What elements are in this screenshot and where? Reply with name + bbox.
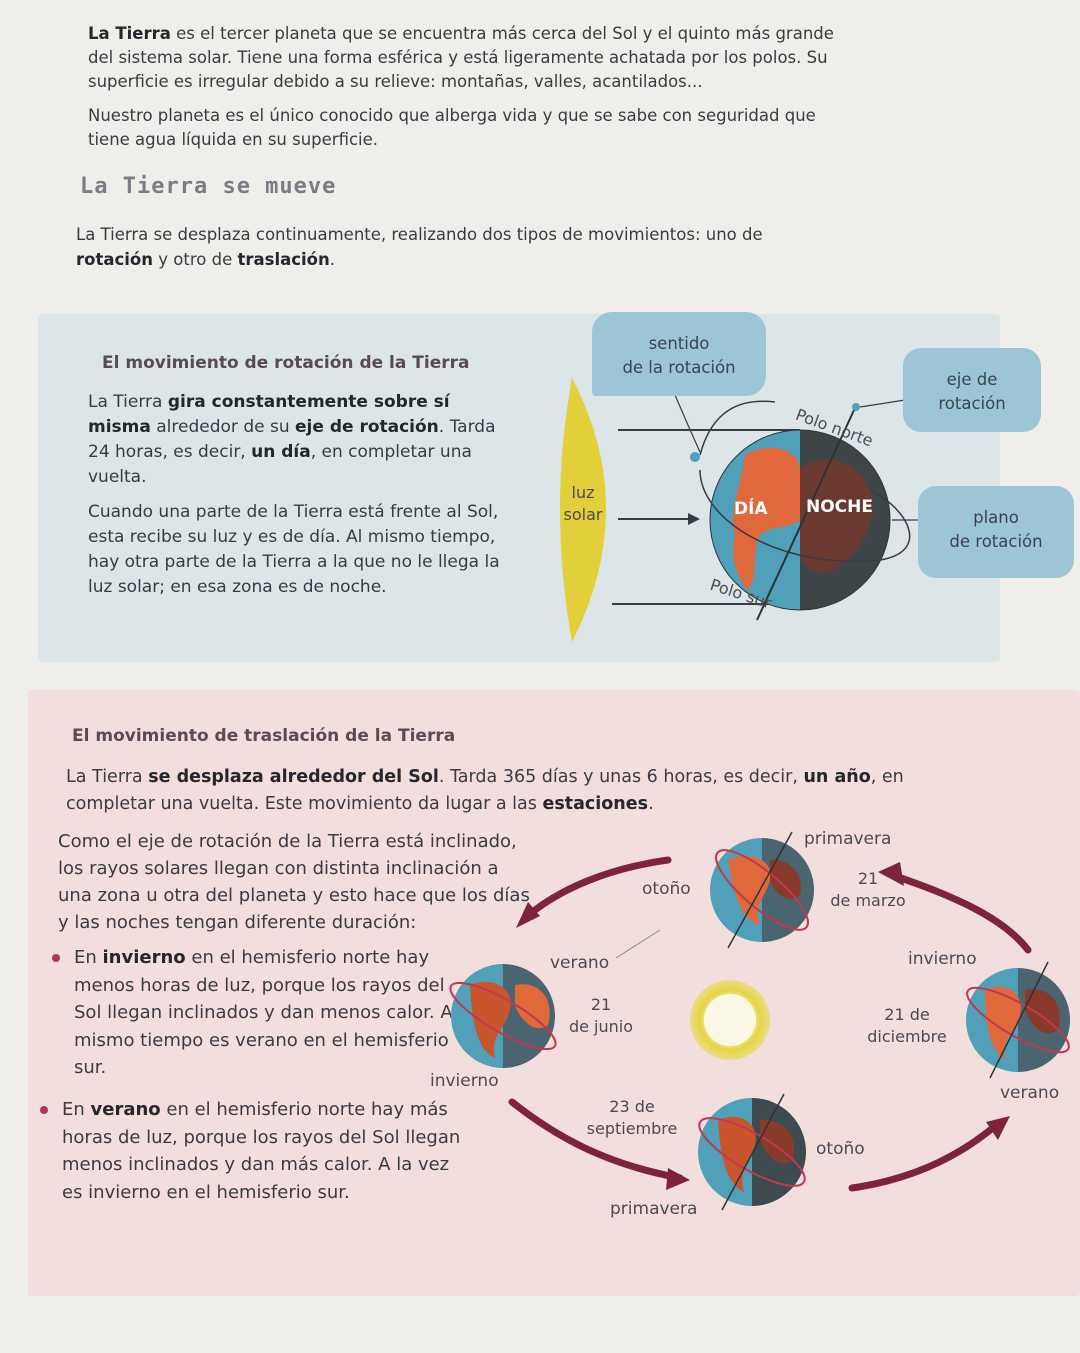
date-march: 21 de marzo <box>830 869 906 910</box>
translation-paragraph: Como el eje de rotación de la Tierra est… <box>58 831 530 933</box>
label-left-south: invierno <box>430 1071 499 1091</box>
label-left-north: verano <box>550 953 610 973</box>
earth-march <box>710 838 814 942</box>
label-luz-solar: luz solar <box>563 483 603 524</box>
orbit-arrow-1 <box>521 856 672 922</box>
bubble-sentido-rotacion: sentido de la rotación <box>592 312 766 396</box>
label-bottom-north: otoño <box>816 1139 865 1159</box>
winter-bullet: En invierno en el hemisferio norte hay m… <box>52 944 474 1082</box>
sun-core <box>704 994 756 1046</box>
earth-june <box>451 964 555 1068</box>
translation-diagram <box>449 831 1070 1211</box>
orbit-arrow-4 <box>848 1118 1004 1192</box>
rotation-plane-ring <box>699 469 911 562</box>
intro-text: La Tierra es el tercer planeta que se en… <box>88 22 848 162</box>
label-right-north: invierno <box>908 949 977 969</box>
bubble-eje-rotacion: eje de rotación <box>903 348 1041 432</box>
translation-lead: La Tierra se desplaza alrededor del Sol.… <box>66 767 904 814</box>
intro-paragraph-1: La Tierra es el tercer planeta que se en… <box>88 24 834 91</box>
label-bottom-south: primavera <box>610 1199 698 1219</box>
intro-paragraph-2: Nuestro planeta es el único conocido que… <box>88 106 816 149</box>
label-dia: DÍA <box>734 499 768 519</box>
section-title: La Tierra se mueve <box>80 174 337 199</box>
axis-dot <box>852 403 860 411</box>
rotation-diagram <box>560 378 918 642</box>
rotation-title: El movimiento de rotación de la Tierra <box>102 353 470 373</box>
date-september: 23 de septiembre <box>586 1097 678 1138</box>
earth-september <box>698 1098 806 1206</box>
sentido-dot <box>690 452 700 462</box>
orbit-arrow-3 <box>508 1098 684 1182</box>
orbit-arrow-2 <box>891 872 1032 954</box>
rotation-paragraph-1: La Tierra gira constantemente sobre sí m… <box>88 392 496 487</box>
rotation-paragraph-2: Cuando una parte de la Tierra está frent… <box>88 502 500 597</box>
rotation-text: La Tierra gira constantemente sobre sí m… <box>88 390 508 610</box>
summer-bullet: En verano en el hemisferio norte hay más… <box>40 1096 462 1206</box>
rotation-axis <box>756 407 856 621</box>
date-june: 21 de junio <box>568 995 634 1036</box>
section-lead: La Tierra se desplaza continuamente, rea… <box>76 225 763 269</box>
translation-panel <box>28 690 1080 1296</box>
sun-edge <box>560 378 606 642</box>
label-noche: NOCHE <box>806 497 873 517</box>
date-december: 21 de diciembre <box>867 1005 947 1046</box>
earth-december <box>966 968 1070 1072</box>
label-top-north: primavera <box>804 829 892 849</box>
label-right-south: verano <box>1000 1083 1060 1103</box>
light-arrow-head <box>688 513 700 525</box>
bubble-plano-rotacion: plano de rotación <box>918 486 1074 578</box>
label-top-south: otoño <box>642 879 691 899</box>
translation-title: El movimiento de traslación de la Tierra <box>72 726 456 746</box>
